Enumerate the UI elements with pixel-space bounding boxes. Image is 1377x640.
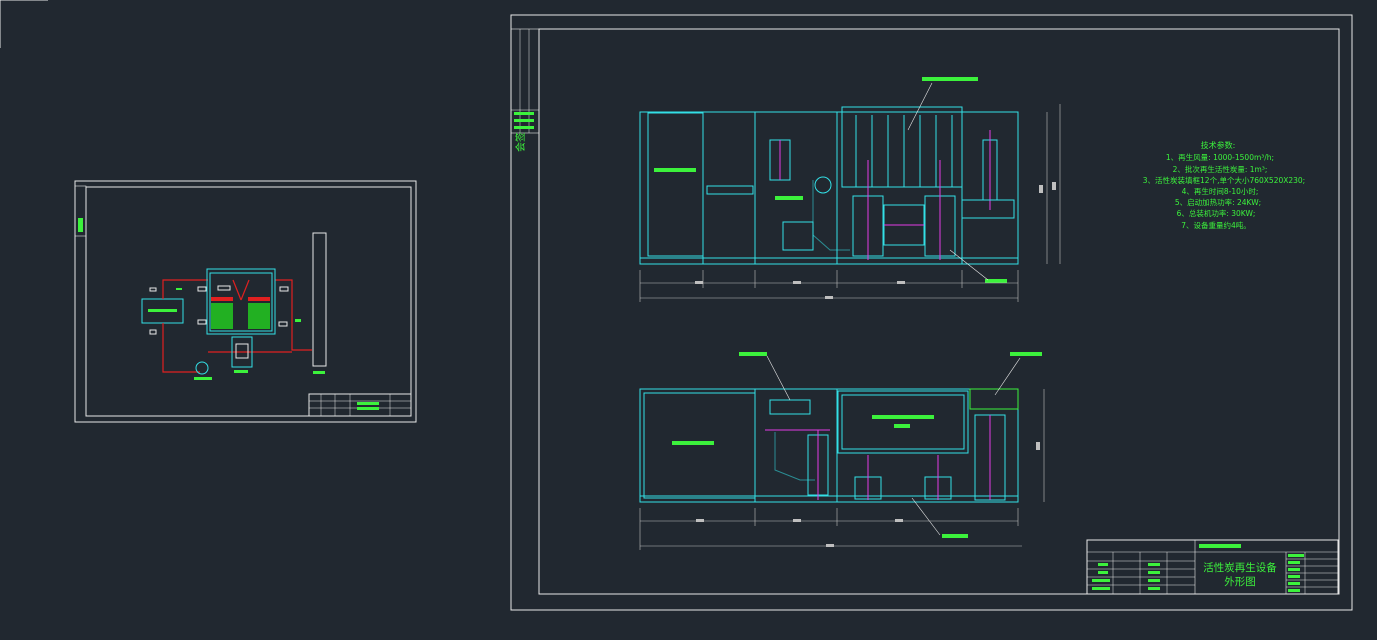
- label-front-fan: [775, 196, 803, 200]
- drawing-title: 活性炭再生设备: [1203, 561, 1277, 574]
- tech-params-line: 3、活性炭装填框12个,单个大小760X520X230;: [1143, 175, 1305, 185]
- left-sheet[interactable]: [74, 180, 417, 423]
- front-view-dimensions: [639, 104, 1061, 302]
- project-name-label: [1199, 544, 1241, 548]
- tech-params-block: 技术参数: 1、再生风量: 1000-1500m³/h; 2、批次再生活性炭量:…: [1143, 140, 1305, 230]
- label-front-unit: [922, 77, 978, 81]
- drawing-subtitle: 外形图: [1224, 576, 1256, 588]
- top-view-dimensions: [639, 389, 1045, 550]
- tech-params-line: 6、总装机功率: 30KW;: [1177, 208, 1256, 218]
- top-view[interactable]: [639, 352, 1045, 550]
- left-sheet-title-block: [308, 393, 412, 417]
- main-sheet[interactable]: 会签: [510, 14, 1353, 611]
- tech-params-title: 技术参数:: [1201, 140, 1236, 150]
- label-front-chamber: [654, 168, 696, 172]
- tech-params-line: 7、设备重量约4吨。: [1181, 220, 1251, 230]
- label-top-valve: [942, 534, 968, 538]
- label-front-valve: [985, 279, 1007, 283]
- left-flow-diagram[interactable]: [141, 232, 327, 380]
- tech-params-line: 2、批次再生活性炭量: 1m³;: [1173, 164, 1268, 174]
- tech-params-line: 5、启动加热功率: 24KW;: [1175, 197, 1261, 207]
- label-top-fan: [739, 352, 767, 356]
- tech-params-line: 1、再生风量: 1000-1500m³/h;: [1166, 152, 1274, 162]
- side-stamp-label: 会签: [514, 132, 527, 152]
- label-top-chamber: [672, 441, 714, 445]
- tech-params-line: 4、再生时间8-10小时;: [1182, 186, 1259, 196]
- label-top-unit-code: [894, 424, 910, 428]
- corner-mark: [0, 0, 48, 48]
- fan-icon: [195, 361, 209, 375]
- label-top-plc: [1010, 352, 1042, 356]
- front-view[interactable]: [639, 77, 1061, 302]
- label-top-unit: [872, 415, 934, 419]
- left-sheet-stamp-icon: [78, 218, 83, 232]
- title-block[interactable]: 活性炭再生设备 外形图: [1086, 539, 1339, 595]
